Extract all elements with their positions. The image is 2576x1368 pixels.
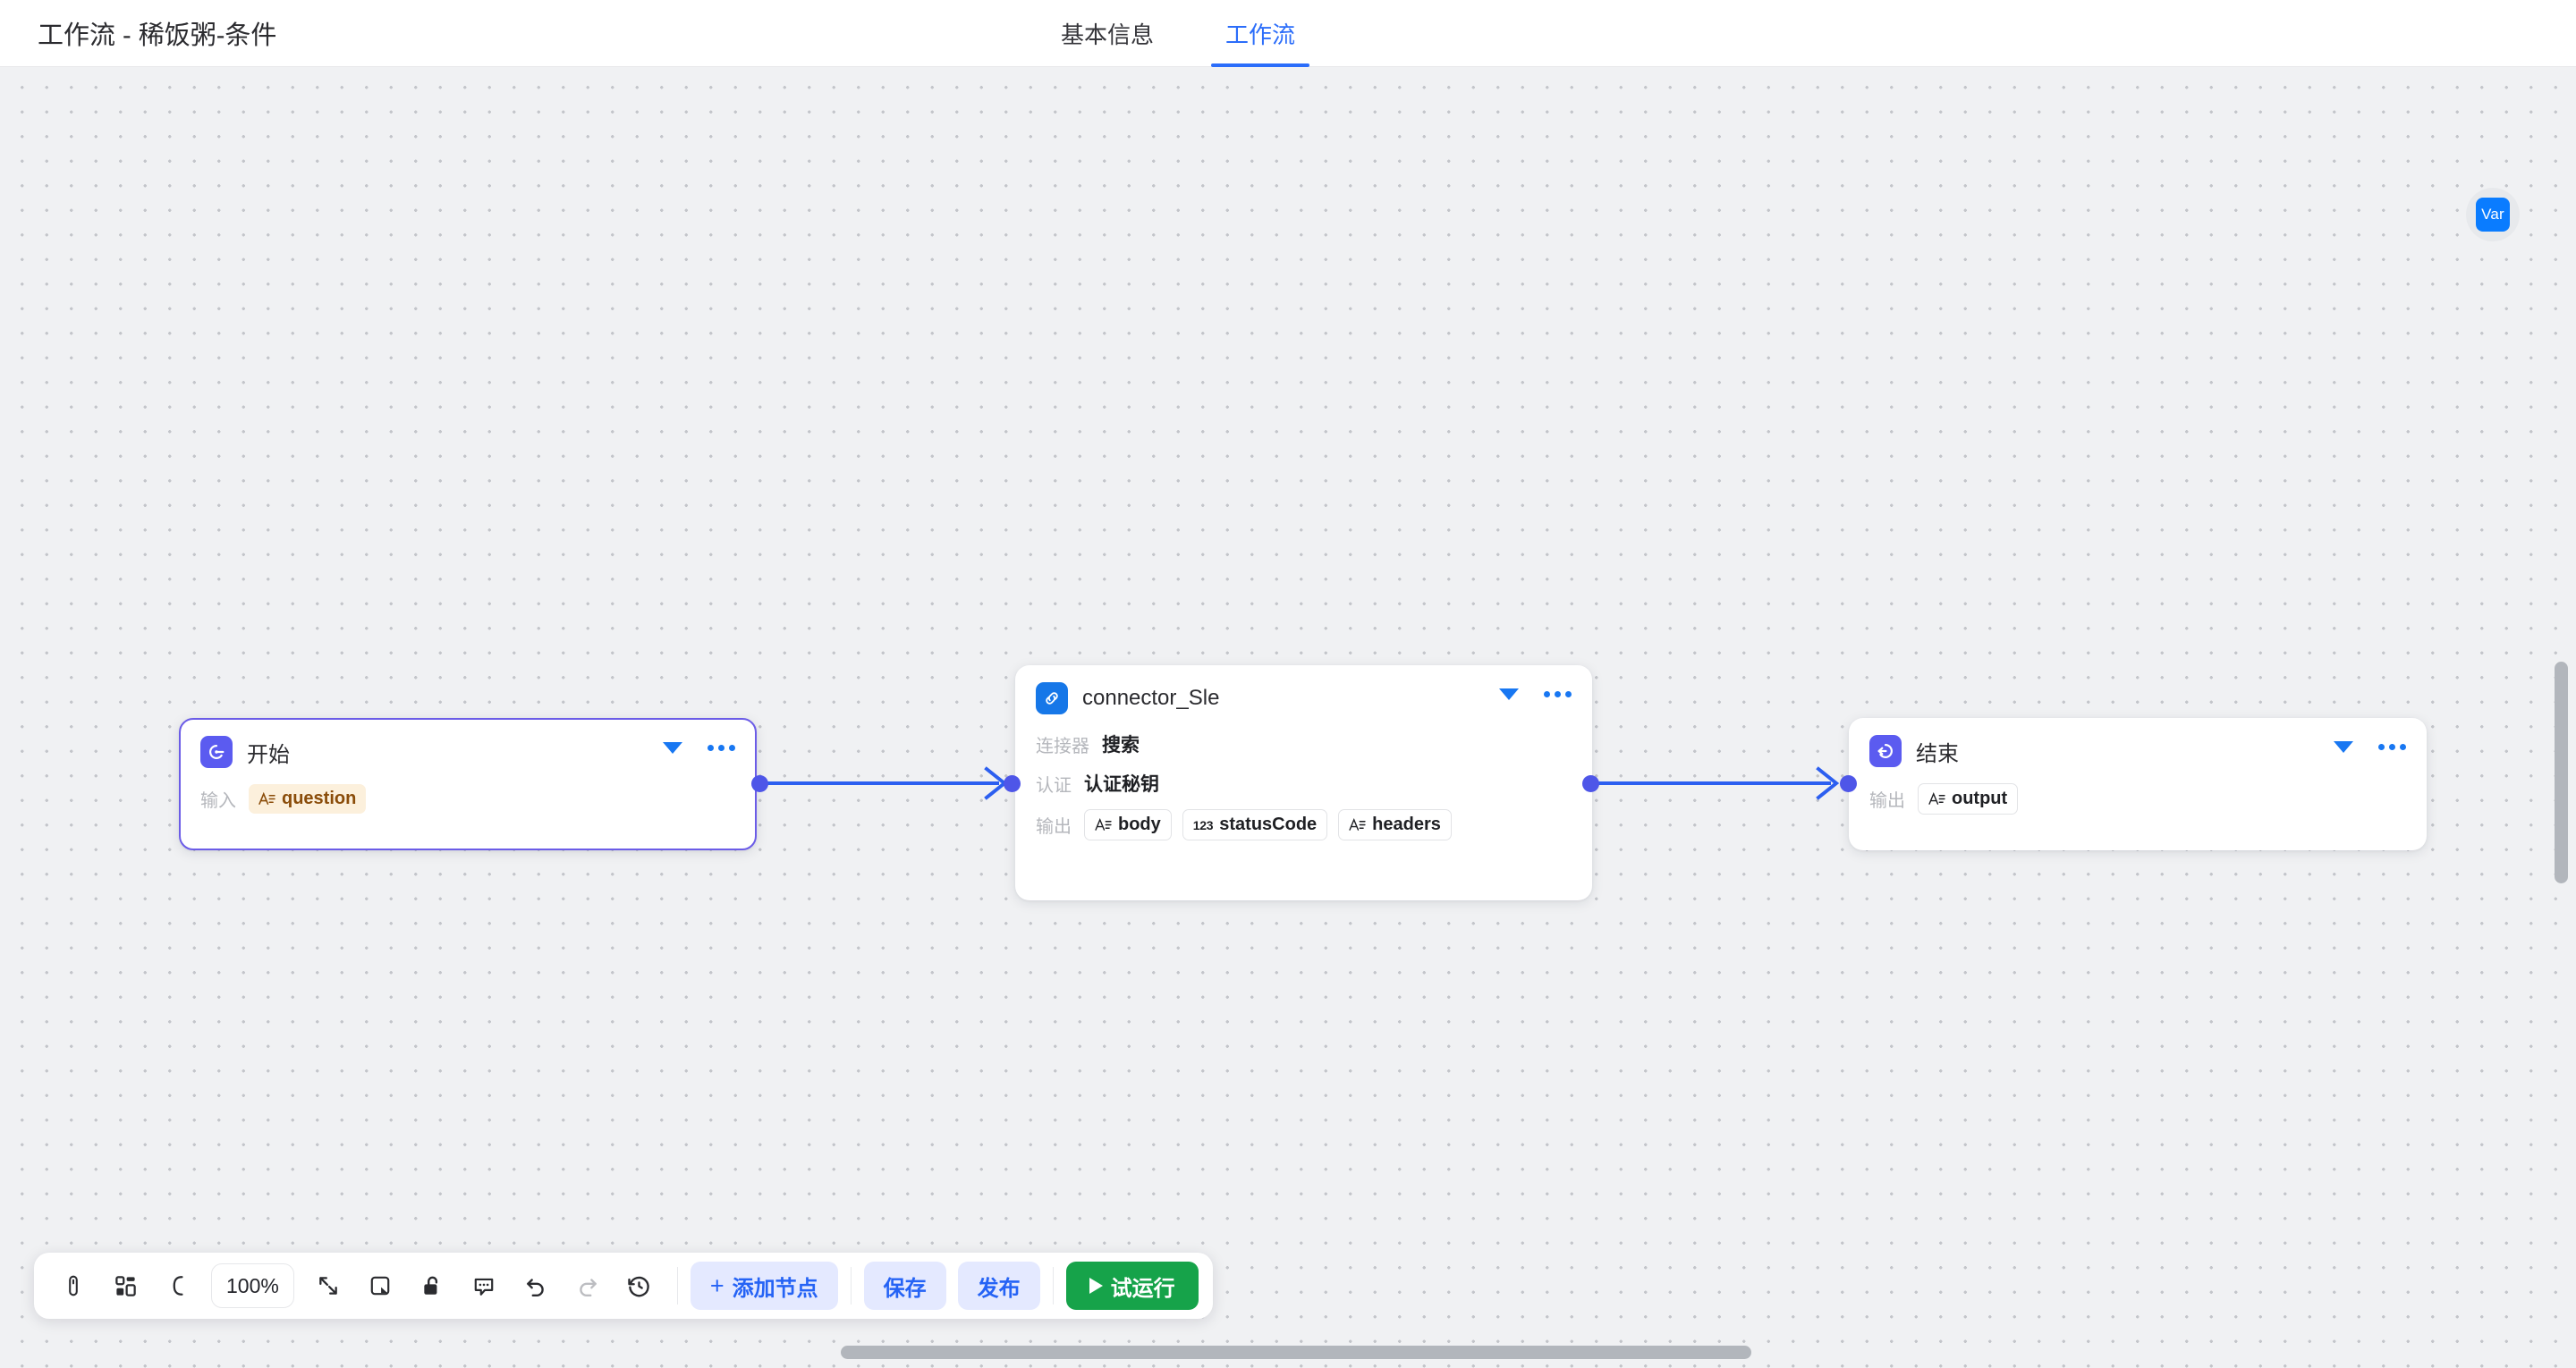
row-value: 认证秘钥 xyxy=(1084,774,1159,795)
app-header: 工作流 - 稀饭粥-条件 基本信息 工作流 xyxy=(0,0,2576,67)
lock-open-icon[interactable] xyxy=(407,1261,457,1311)
tag-headers[interactable]: headers xyxy=(1338,809,1452,840)
number-type-icon: 123 xyxy=(1192,817,1214,832)
add-node-button[interactable]: + 添加节点 xyxy=(690,1262,838,1310)
node-connector-actions xyxy=(1499,686,1573,703)
node-end-header: 结束 xyxy=(1850,719,2426,776)
node-connector-header: connector_Sle xyxy=(1016,666,1591,723)
node-end-title: 结束 xyxy=(1916,741,1959,766)
node-end-body: 输出 output xyxy=(1850,776,2426,832)
start-icon xyxy=(200,736,233,768)
row-label: 连接器 xyxy=(1036,736,1089,756)
variables-button[interactable]: Var xyxy=(2466,188,2520,241)
tag-label: statusCode xyxy=(1219,815,1318,834)
history-icon[interactable] xyxy=(614,1261,665,1311)
node-connector-title: connector_Sle xyxy=(1082,686,1220,710)
chevron-down-icon[interactable] xyxy=(1499,688,1519,700)
tag-label: body xyxy=(1118,815,1161,834)
node-connector-row-connector: 连接器 搜索 xyxy=(1036,730,1572,757)
node-end[interactable]: 结束 输出 xyxy=(1849,718,2427,850)
curve-line-icon[interactable] xyxy=(152,1261,202,1311)
tag-label: question xyxy=(282,789,357,808)
mouse-pointer-icon[interactable] xyxy=(48,1261,98,1311)
node-start-title: 开始 xyxy=(247,742,290,767)
undo-icon[interactable] xyxy=(511,1261,561,1311)
node-end-output-row: 输出 output xyxy=(1869,783,2406,815)
vertical-scrollbar[interactable] xyxy=(2555,662,2568,883)
tag-label: headers xyxy=(1372,815,1441,834)
tag-body[interactable]: body xyxy=(1084,809,1172,840)
tag-statuscode[interactable]: 123 statusCode xyxy=(1182,809,1328,840)
test-run-label: 试运行 xyxy=(1110,1276,1175,1301)
node-connector-body: 连接器 搜索 认证 认证秘钥 输出 xyxy=(1016,723,1591,858)
row-label: 输出 xyxy=(1036,817,1072,837)
plus-icon: + xyxy=(709,1271,724,1299)
string-type-icon xyxy=(1928,792,1945,806)
edge-start-to-connector[interactable] xyxy=(756,756,1015,810)
publish-button[interactable]: 发布 xyxy=(957,1262,1040,1310)
layout-grid-icon[interactable] xyxy=(100,1261,150,1311)
fit-screen-icon[interactable] xyxy=(303,1261,353,1311)
more-options-icon[interactable] xyxy=(706,739,737,756)
action-button-group: 保存 发布 xyxy=(863,1262,1040,1310)
node-connector-row-auth: 认证 认证秘钥 xyxy=(1036,770,1572,797)
row-label: 认证 xyxy=(1036,775,1072,796)
chevron-down-icon[interactable] xyxy=(2334,741,2353,753)
tag-output[interactable]: output xyxy=(1918,783,2019,815)
node-start-actions xyxy=(663,739,737,756)
horizontal-scrollbar[interactable] xyxy=(841,1346,1751,1359)
node-end-actions xyxy=(2334,739,2408,756)
comment-icon[interactable] xyxy=(459,1261,509,1311)
port-end-input[interactable] xyxy=(1840,775,1857,792)
tab-bar: 基本信息 工作流 xyxy=(1055,0,1310,67)
row-label: 输入 xyxy=(200,791,236,811)
tag-label: output xyxy=(1952,789,2008,808)
link-icon xyxy=(1036,682,1068,714)
save-button[interactable]: 保存 xyxy=(863,1262,946,1310)
tab-workflow[interactable]: 工作流 xyxy=(1211,0,1310,67)
node-connector-row-output: 输出 body 123 xyxy=(1036,809,1572,840)
more-options-icon[interactable] xyxy=(2377,739,2408,756)
port-start-output[interactable] xyxy=(751,775,768,792)
end-icon xyxy=(1869,735,1902,767)
zoom-level-display[interactable]: 100% xyxy=(211,1263,294,1308)
row-value: 搜索 xyxy=(1102,735,1140,756)
node-start-header: 开始 xyxy=(181,720,755,777)
add-node-label: 添加节点 xyxy=(732,1276,818,1301)
redo-icon[interactable] xyxy=(563,1261,613,1311)
string-type-icon xyxy=(258,792,275,806)
row-tags: body 123 statusCode xyxy=(1084,809,1452,840)
toolbar-divider xyxy=(676,1267,678,1305)
edge-connector-to-end[interactable] xyxy=(1588,756,1847,810)
string-type-icon xyxy=(1095,818,1112,832)
frame-select-icon[interactable] xyxy=(355,1261,405,1311)
toolbar-divider xyxy=(1052,1267,1054,1305)
var-button-label: Var xyxy=(2476,198,2510,232)
node-start[interactable]: 开始 输入 xyxy=(179,718,757,850)
play-icon xyxy=(1089,1278,1103,1294)
port-connector-input[interactable] xyxy=(1004,775,1021,792)
workflow-canvas[interactable]: Var 开始 xyxy=(0,67,2576,1368)
tab-basic-info[interactable]: 基本信息 xyxy=(1061,21,1155,48)
tag-question[interactable]: question xyxy=(249,784,367,814)
string-type-icon xyxy=(1349,818,1366,832)
test-run-button[interactable]: 试运行 xyxy=(1065,1262,1199,1310)
node-start-input-row: 输入 question xyxy=(200,784,735,814)
toolbar-divider xyxy=(850,1267,852,1305)
row-tags: question xyxy=(249,784,367,814)
port-connector-output[interactable] xyxy=(1582,775,1599,792)
row-tags: output xyxy=(1918,783,2019,815)
page-title: 工作流 - 稀饭粥-条件 xyxy=(38,21,277,50)
chevron-down-icon[interactable] xyxy=(663,742,682,754)
more-options-icon[interactable] xyxy=(1542,686,1573,703)
node-start-body: 输入 question xyxy=(181,777,755,832)
row-label: 输出 xyxy=(1869,791,1905,811)
canvas-toolbar: 100% xyxy=(34,1253,1213,1319)
node-connector[interactable]: connector_Sle 连接器 搜索 认证 认证秘钥 输出 xyxy=(1015,665,1592,900)
